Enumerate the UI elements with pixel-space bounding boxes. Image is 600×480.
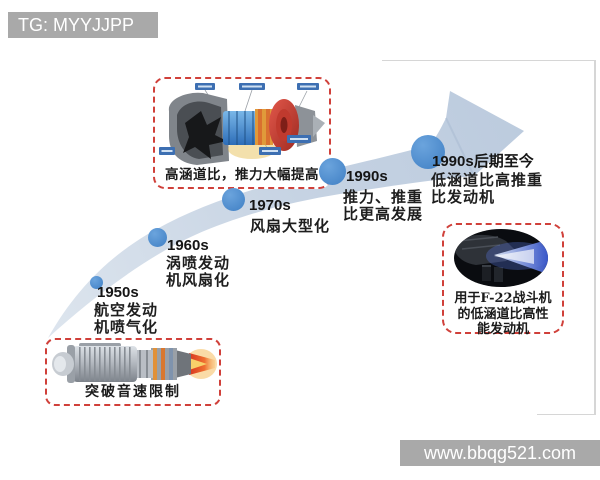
- watermark-telegram: TG: MYYJJPP: [8, 12, 158, 38]
- cutaway-part-tags: [159, 83, 319, 155]
- turbofan-cutaway-image: [159, 83, 325, 165]
- milestone-desc-1990s-late: 低涵道比高推重 比发动机: [431, 172, 543, 205]
- figure-frame-top: [382, 60, 596, 61]
- decade-label-1950s: 1950s: [97, 284, 139, 301]
- figure-frame-right: [594, 60, 596, 415]
- desc-line: 涡喷发动: [166, 254, 231, 272]
- caption-high-bypass: 高涵道比，推力大幅提高: [165, 167, 319, 183]
- desc-line: 低涵道比高推重: [431, 171, 544, 189]
- watermark-website: www.bbqg521.com: [400, 440, 600, 466]
- desc-line: 比更高发展: [343, 204, 424, 223]
- arrow-swoosh-shape: [48, 91, 524, 338]
- arrow-head-seam: [445, 117, 475, 177]
- caption-supersonic: 突破音速限制: [85, 384, 181, 400]
- caption-f22-line2: 的低涵道比高性: [457, 306, 549, 322]
- decade-label-1990s: 1990s: [346, 168, 388, 185]
- caption-f22-line3: 能发动机: [476, 322, 529, 337]
- desc-line: 比发动机: [431, 187, 496, 206]
- decade-label-1960s: 1960s: [167, 237, 209, 254]
- callout-high-bypass-turbofan: 高涵道比，推力大幅提高: [153, 77, 331, 189]
- timeline-node-1950s: [90, 276, 103, 289]
- callout-supersonic-turbojet: 突破音速限制: [45, 338, 221, 406]
- caption-f22-line1: 用于F-22战斗机: [454, 291, 552, 306]
- decade-label-1970s: 1970s: [249, 197, 291, 214]
- desc-line: 机喷气化: [94, 317, 159, 336]
- figure-frame-bottom: [537, 414, 596, 415]
- decade-label-1990s-late: 1990s后期至今: [432, 153, 534, 170]
- turbojet-afterburner-image: [52, 343, 217, 383]
- timeline-node-1960s: [148, 228, 167, 247]
- desc-line: 机风扇化: [166, 270, 231, 289]
- timeline-node-1990s: [319, 158, 346, 185]
- f22-engine-photo: [454, 229, 548, 287]
- milestone-desc-1990s: 推力、推重 比更高发展: [343, 189, 423, 222]
- milestone-desc-1960s: 涡喷发动 机风扇化: [166, 255, 230, 288]
- milestone-desc-1950s: 航空发动 机喷气化: [94, 302, 158, 335]
- timeline-node-1990s-late: [411, 135, 445, 169]
- desc-line: 风扇大型化: [250, 217, 331, 235]
- callout-f22-engine: 用于F-22战斗机 的低涵道比高性 能发动机: [442, 223, 564, 337]
- timeline-node-1970s: [222, 188, 245, 211]
- milestone-desc-1970s: 风扇大型化: [250, 218, 330, 235]
- desc-line: 航空发动: [94, 301, 159, 319]
- desc-line: 推力、推重: [343, 188, 424, 206]
